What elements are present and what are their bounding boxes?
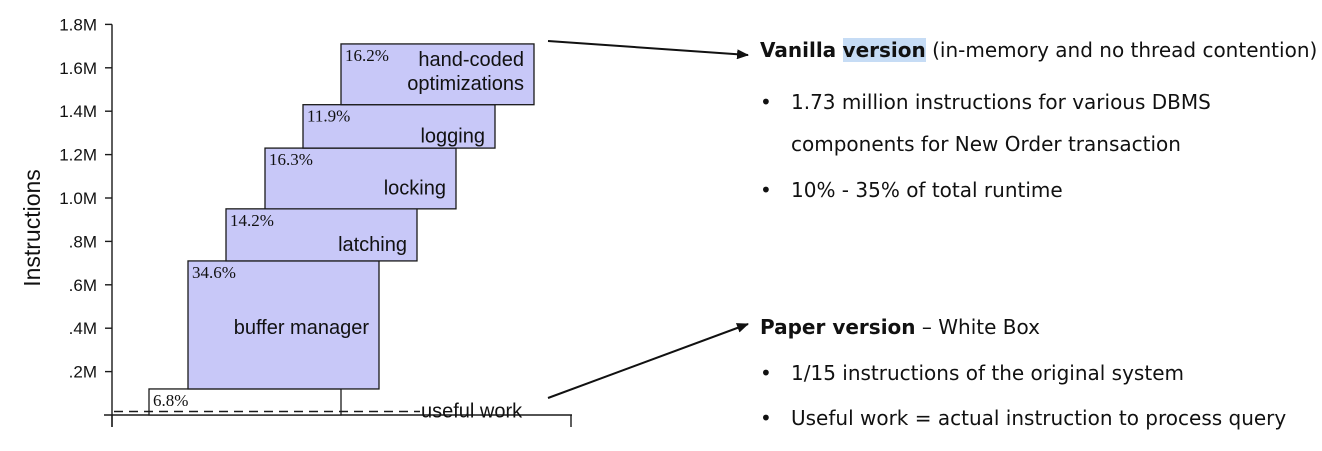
y-tick-label: 1.0M [59, 189, 97, 208]
paper-heading: Paper version – White Box [760, 315, 1040, 339]
bar-percent-label: 34.6% [192, 263, 236, 282]
bullet-dot: • [760, 406, 772, 430]
bullet-dot: • [760, 178, 772, 202]
bar-segment [302, 104, 496, 149]
bar-name-label: buffer manager [234, 317, 370, 339]
y-tick-label: .4M [69, 319, 97, 338]
version-highlighted-word: version [842, 38, 926, 62]
vanilla-bullet-1-cont-text: components for New Order transaction [791, 132, 1181, 156]
bars-layer: 6.8% 34.6% buffer manager 14.2% latching 16.3… [114, 43, 535, 422]
bar-percent-label: 14.2% [230, 211, 274, 230]
bar-percent-label: 11.9% [307, 107, 350, 126]
axis-layer: .2M .4M .6M .8M 1.0M 1.2M 1.4M 1.6M 1.8M Instruct… [19, 15, 572, 427]
useful-work-label: useful work [421, 400, 523, 422]
paper-bullet-1-text: 1/15 instructions of the original system [791, 361, 1184, 385]
vanilla-heading: Vanilla version (in-memory and no thread… [760, 38, 1317, 62]
vanilla-word: Vanilla [760, 38, 837, 62]
vanilla-arrow [547, 40, 749, 60]
bar-segment [187, 260, 380, 390]
paper-heading-bold: Paper version [760, 315, 916, 339]
bullet-dot: • [760, 361, 772, 385]
y-axis-label: Instructions [19, 169, 45, 287]
bar-percent-label: 16.2% [345, 46, 389, 65]
paper-bullet-2-text: Useful work = actual instruction to proc… [791, 406, 1287, 430]
paper-arrow [547, 323, 749, 399]
y-tick-label: 1.6M [59, 59, 97, 78]
bar-percent-label: 6.8% [153, 391, 188, 410]
bar-name-label: locking [384, 177, 446, 199]
vanilla-heading-rest: (in-memory and no thread contention) [925, 38, 1318, 62]
vanilla-bullet-2-text: 10% - 35% of total runtime [791, 178, 1063, 202]
y-tick-label: 1.8M [59, 15, 97, 34]
y-tick-label: 1.2M [59, 146, 97, 165]
annotation-layer [547, 40, 749, 399]
bullet-dot: • [760, 90, 772, 114]
vanilla-bullet-1-text: 1.73 million instructions for various DB… [791, 90, 1211, 114]
y-tick-label: 1.4M [59, 102, 97, 121]
paper-heading-rest: – White Box [915, 315, 1040, 339]
bar-segment [225, 208, 418, 262]
bar-segment [340, 43, 535, 106]
bar-name-label: latching [338, 234, 407, 256]
bar-percent-label: 16.3% [269, 150, 313, 169]
y-tick-label: .8M [69, 232, 97, 251]
y-tick-label: .2M [69, 363, 97, 382]
bar-name-label: logging [420, 125, 485, 147]
bar-name-line: hand-coded [418, 49, 524, 71]
y-tick-label: .6M [69, 276, 97, 295]
bar-name-line: optimizations [407, 73, 524, 95]
